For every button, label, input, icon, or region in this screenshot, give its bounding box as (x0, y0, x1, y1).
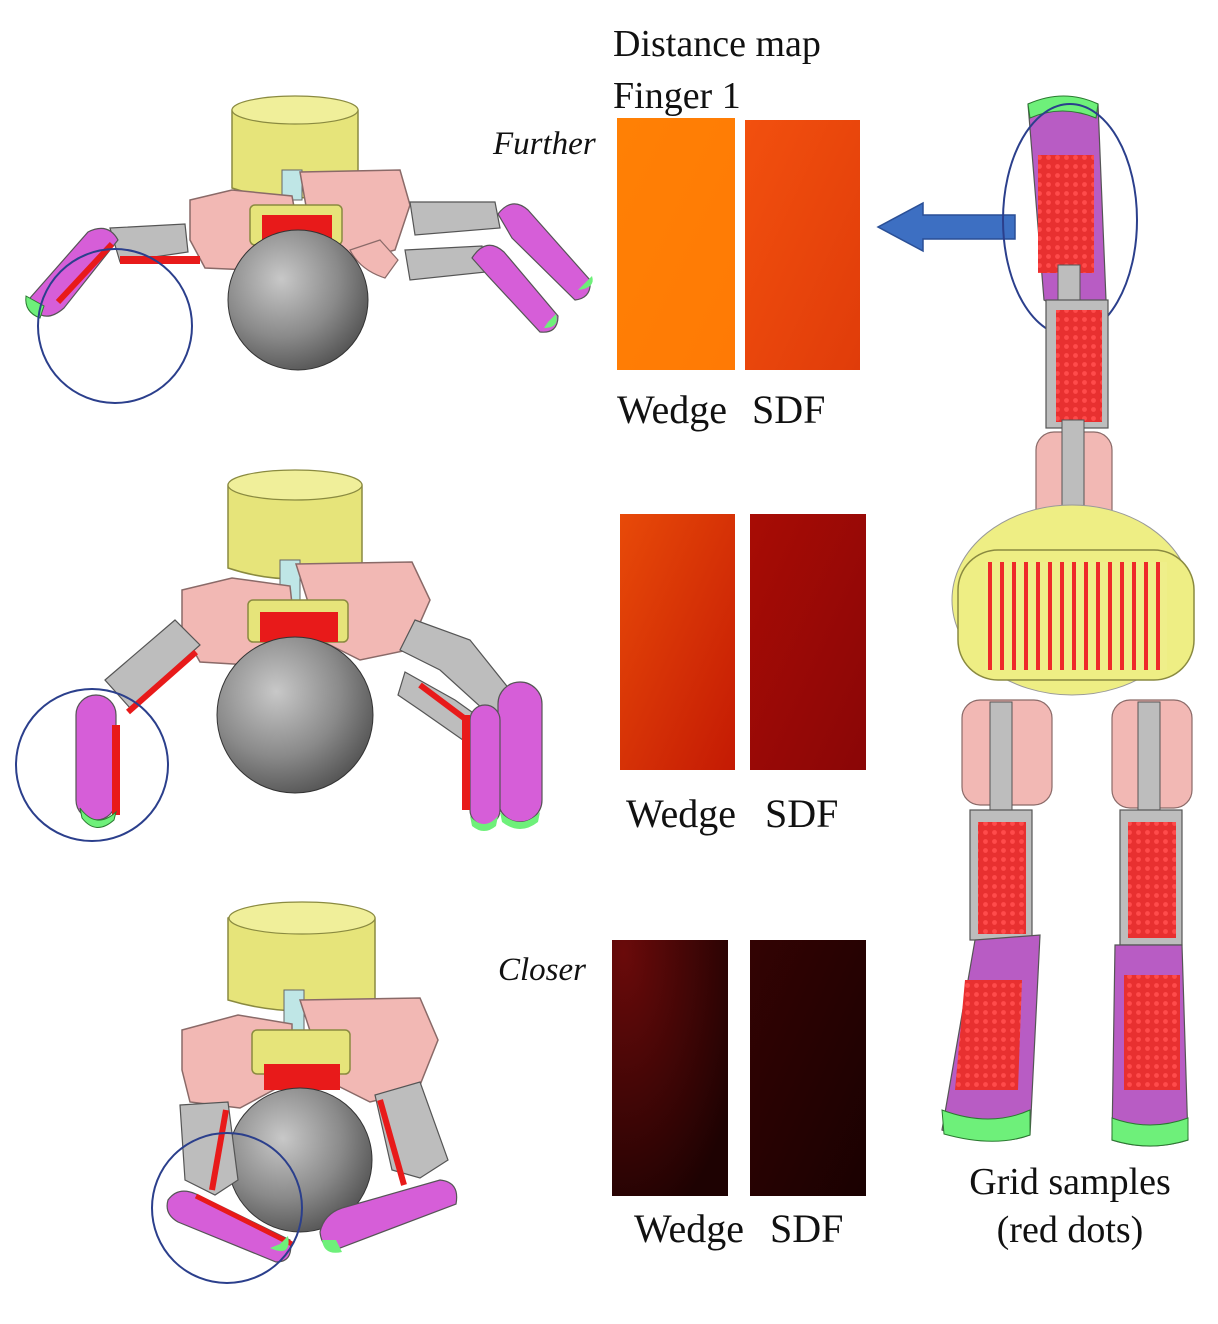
right-upper-tip-cap (500, 812, 540, 829)
sdf-caption-2: SDF (765, 791, 839, 836)
finger-1-tip-joint (1057, 264, 1081, 301)
wedge-caption-3: Wedge (634, 1206, 745, 1251)
unfolded-hand-grid (941, 95, 1195, 1147)
sdf-map-middle (750, 514, 866, 770)
grid-caption-line-2: (red dots) (996, 1209, 1144, 1251)
finger-2-proximal-grid (978, 822, 1026, 934)
finger-2-tip-cap (941, 1109, 1031, 1142)
wedge-map-middle (620, 514, 735, 770)
finger-3-proximal-grid (1128, 822, 1176, 938)
left-fingertip (166, 1190, 292, 1263)
wedge-caption-2: Wedge (626, 791, 737, 836)
gripper-base-top (231, 95, 359, 125)
gripper-view-closer (151, 901, 458, 1284)
wedge-map-further (617, 118, 735, 370)
right-upper-tip-cap (578, 276, 593, 290)
finger-1-highlight-circle (151, 1132, 303, 1284)
sdf-caption-3: SDF (770, 1206, 844, 1251)
grid-caption-line-1: Grid samples (969, 1161, 1171, 1203)
finger-1-proximal-grid (1056, 310, 1102, 422)
left-proximal-link (104, 619, 201, 709)
right-lower-link (404, 245, 487, 281)
heading-line-1: Distance map (613, 23, 821, 65)
sdf-caption-1: SDF (752, 387, 826, 432)
left-tip-cap (270, 1236, 289, 1252)
finger-2-knuckle-joint (989, 701, 1013, 813)
wedge-map-closer (612, 940, 728, 1196)
wedge-caption-1: Wedge (617, 387, 728, 432)
row-label-closer: Closer (498, 952, 587, 988)
finger-2-tip-grid (955, 980, 1022, 1090)
left-proximal-sensor (126, 649, 198, 715)
right-lower-fingertip (471, 244, 559, 333)
right-proximal-sensor (377, 1099, 407, 1186)
left-proximal-sensor (209, 1109, 229, 1191)
left-proximal-link (179, 1101, 239, 1196)
right-fingertip-sensor (462, 715, 470, 810)
sdf-map-closer (750, 940, 866, 1196)
right-upper-link (409, 201, 501, 236)
right-tip-cap (322, 1240, 342, 1253)
gripper-view-middle (15, 469, 543, 842)
palm-grid (985, 562, 1167, 670)
left-proximal-link (109, 223, 189, 263)
finger-3-tip-cap (1111, 1117, 1189, 1147)
finger-3-tip-grid (1124, 975, 1180, 1090)
arrow-left (876, 201, 1016, 253)
left-fingertip-sensor (112, 725, 120, 815)
finger-1-highlight-circle (37, 248, 193, 404)
grasped-sphere (227, 229, 369, 371)
right-lower-fingertip (469, 704, 501, 826)
left-proximal-sensor (120, 256, 200, 264)
distance-map-heading: Distance map Finger 1 (613, 18, 821, 122)
gripper-view-further (25, 95, 593, 404)
right-lower-tip-cap (544, 314, 557, 328)
left-fingertip (29, 227, 119, 317)
finger-3-knuckle-joint (1137, 701, 1161, 813)
sdf-map-further (745, 120, 860, 370)
grid-samples-caption: Grid samples (red dots) (930, 1158, 1210, 1254)
row-label-further: Further (493, 126, 596, 162)
left-fingertip (75, 694, 117, 821)
finger-1-highlight-circle (15, 688, 169, 842)
finger-1-tip-grid (1038, 155, 1094, 273)
knuckle-lower (349, 239, 399, 279)
left-fingertip-sensor (194, 1193, 294, 1247)
gripper-base-top (228, 901, 376, 935)
right-upper-fingertip (497, 681, 543, 823)
grasped-sphere (216, 636, 374, 794)
gripper-base-top (227, 469, 363, 501)
left-tip-cap (79, 807, 117, 828)
palm-sensor (264, 1064, 340, 1090)
right-lower-tip-cap (470, 816, 498, 831)
heading-line-2: Finger 1 (613, 75, 741, 117)
